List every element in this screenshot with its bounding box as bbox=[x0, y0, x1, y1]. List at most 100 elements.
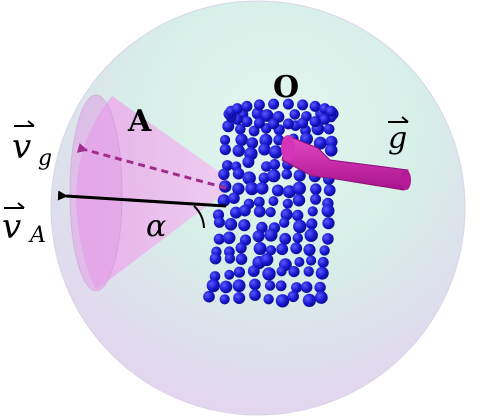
bead bbox=[303, 266, 314, 277]
bead bbox=[232, 279, 246, 293]
bead bbox=[232, 167, 245, 180]
bead bbox=[219, 280, 233, 294]
bead bbox=[222, 160, 233, 171]
bead bbox=[220, 134, 231, 146]
bead bbox=[293, 219, 307, 234]
bead bbox=[279, 232, 292, 245]
svg-text:A: A bbox=[28, 223, 46, 248]
bead bbox=[271, 184, 284, 197]
bead bbox=[292, 232, 303, 244]
bead bbox=[219, 294, 230, 305]
angle-label: α bbox=[146, 209, 166, 244]
vector-arrow-icon bbox=[4, 202, 25, 209]
bead bbox=[291, 282, 302, 293]
bead bbox=[309, 100, 321, 112]
velocity-group-label: v g bbox=[12, 120, 52, 171]
bead bbox=[290, 242, 303, 255]
bead bbox=[282, 98, 294, 110]
bead bbox=[224, 269, 235, 280]
bead bbox=[224, 253, 236, 264]
bead bbox=[315, 266, 329, 280]
bead bbox=[292, 209, 304, 222]
bead bbox=[265, 207, 276, 218]
bead bbox=[303, 243, 316, 256]
bead bbox=[323, 184, 336, 197]
bead bbox=[276, 266, 287, 277]
bead bbox=[241, 100, 253, 112]
bead bbox=[235, 133, 248, 146]
bead bbox=[247, 265, 260, 277]
bead bbox=[246, 137, 259, 149]
bead bbox=[294, 257, 305, 267]
bead bbox=[269, 159, 281, 170]
velocity-a-label: v A bbox=[2, 202, 46, 248]
bead bbox=[258, 172, 270, 184]
bead bbox=[235, 123, 246, 135]
bead bbox=[314, 291, 328, 304]
bead bbox=[232, 182, 245, 195]
bead bbox=[241, 116, 253, 128]
angle-arc bbox=[193, 205, 205, 229]
bead bbox=[206, 279, 220, 293]
bead bbox=[323, 123, 335, 135]
bead bbox=[325, 105, 337, 117]
bead bbox=[260, 253, 274, 267]
bead bbox=[268, 196, 279, 207]
vector-arrow-icon bbox=[388, 116, 409, 123]
bead bbox=[219, 143, 231, 156]
bead bbox=[238, 219, 251, 232]
bead bbox=[281, 168, 293, 180]
bead bbox=[222, 120, 235, 133]
bead bbox=[258, 143, 271, 156]
bead bbox=[239, 204, 251, 217]
bead bbox=[321, 204, 335, 218]
bead bbox=[268, 145, 283, 159]
bead bbox=[209, 271, 221, 282]
bead bbox=[242, 156, 255, 168]
bead bbox=[224, 218, 238, 231]
bead bbox=[289, 109, 301, 120]
bead bbox=[253, 242, 267, 255]
bead bbox=[242, 171, 256, 185]
bead bbox=[235, 242, 247, 254]
bead bbox=[297, 99, 309, 111]
bead bbox=[218, 168, 230, 180]
bead bbox=[297, 117, 309, 129]
bead bbox=[302, 293, 316, 307]
bead bbox=[213, 216, 225, 228]
bead bbox=[288, 266, 300, 278]
bead bbox=[253, 205, 266, 218]
bead bbox=[261, 161, 272, 172]
bead bbox=[306, 218, 318, 230]
bead bbox=[249, 278, 261, 291]
bead bbox=[275, 294, 290, 308]
bead bbox=[280, 208, 293, 221]
gravity-vector-label: g bbox=[388, 116, 409, 156]
bead bbox=[235, 253, 248, 265]
bead bbox=[267, 169, 281, 183]
bead bbox=[313, 136, 327, 150]
bead bbox=[209, 252, 222, 265]
bead bbox=[292, 194, 306, 207]
bead bbox=[255, 182, 269, 195]
bead bbox=[222, 231, 236, 245]
svg-text:v: v bbox=[2, 207, 21, 247]
bead bbox=[307, 206, 318, 217]
vector-arrow-icon bbox=[14, 120, 35, 127]
bead bbox=[233, 266, 245, 278]
svg-text:v: v bbox=[12, 127, 31, 167]
bead bbox=[276, 243, 289, 256]
bead bbox=[306, 255, 317, 266]
bead bbox=[319, 113, 331, 125]
svg-text:g: g bbox=[38, 146, 52, 171]
bead bbox=[232, 144, 245, 157]
bead bbox=[282, 198, 293, 209]
bead bbox=[253, 99, 265, 111]
bead bbox=[233, 292, 246, 304]
bead bbox=[310, 183, 322, 195]
bead bbox=[230, 206, 242, 219]
bead bbox=[245, 182, 259, 196]
bead bbox=[263, 294, 274, 305]
bead bbox=[310, 193, 322, 205]
bead bbox=[213, 233, 225, 245]
